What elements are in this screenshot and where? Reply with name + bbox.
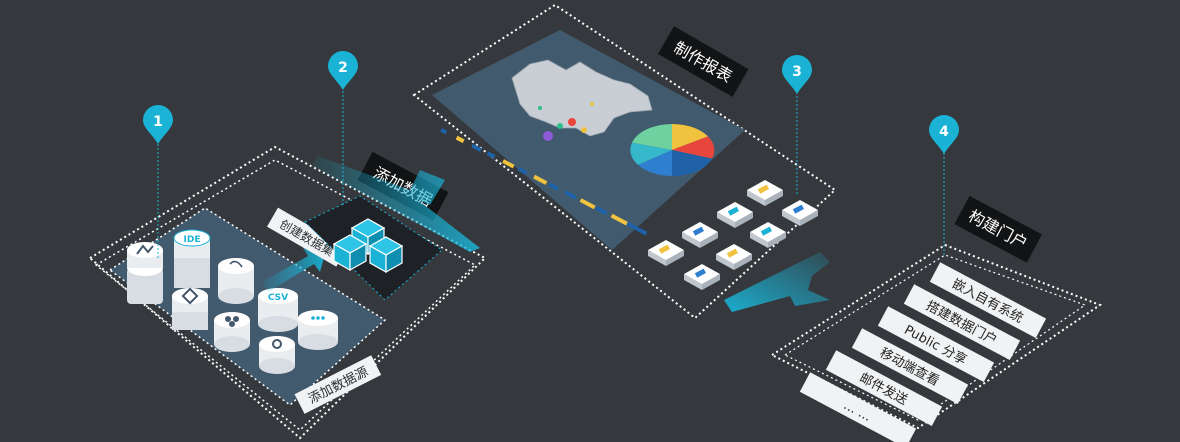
bar-mark (517, 167, 528, 175)
flow-icon (136, 244, 154, 255)
bar-mark (626, 221, 648, 236)
portal-option-bg (929, 262, 1047, 339)
chart-tile[interactable] (747, 180, 783, 206)
stage-1-group: IDE CSV (88, 145, 487, 440)
step-2-pin: 2 (328, 51, 358, 90)
db-icon-diamond[interactable] (172, 287, 208, 330)
db-icon-csv[interactable]: CSV (258, 288, 298, 332)
stage-3-group: 制作报表 (412, 3, 837, 320)
portal-option-bg (903, 284, 1021, 361)
flow-arrow-1 (262, 246, 326, 292)
step-2-number: 2 (338, 60, 348, 76)
step-1-number: 1 (153, 114, 163, 130)
db-icon-more[interactable] (298, 310, 338, 350)
diamond-icon (181, 287, 199, 305)
chart-tile[interactable] (682, 222, 718, 248)
bar-mark (502, 159, 515, 169)
stage-1-mid-frame (94, 159, 477, 431)
stage-4-outer-frame (769, 243, 1103, 430)
more-icon (311, 316, 325, 320)
bar-mark (564, 190, 577, 200)
target-icon (272, 339, 282, 349)
bar-mark (548, 182, 560, 191)
db-icon-mysql[interactable] (218, 258, 254, 304)
chart-tile[interactable] (716, 244, 752, 270)
chart-tile[interactable] (648, 240, 684, 266)
portal-option-bg (851, 328, 969, 405)
mysql-icon (229, 260, 243, 268)
bar-mark (455, 135, 465, 144)
bar-mark (610, 213, 629, 226)
db-icon-ide[interactable]: IDE (173, 229, 211, 288)
bar-mark (595, 205, 608, 216)
db-icon-cluster[interactable] (214, 312, 250, 352)
step-3-number: 3 (792, 64, 802, 80)
bar-mark (440, 128, 448, 135)
map-markers (538, 102, 594, 141)
step-pins: 1 2 3 4 (143, 51, 959, 258)
ide-icon: IDE (184, 235, 201, 245)
stage-3-outer-frame (412, 3, 837, 320)
dataset-cubes (332, 218, 404, 274)
step-4-pin: 4 (929, 115, 959, 154)
cluster-icon (225, 316, 239, 327)
chart-tile[interactable] (750, 222, 786, 248)
bar-mark (471, 143, 482, 152)
build-portal-tag: 构建门户 (954, 195, 1042, 263)
bar-chart (440, 128, 648, 236)
chart-tiles (648, 180, 818, 290)
bar-mark (579, 198, 596, 210)
csv-icon: CSV (268, 293, 288, 303)
portal-option-bg (877, 306, 995, 383)
report-panel (432, 30, 745, 250)
pie-chart (630, 123, 715, 177)
chart-tile[interactable] (717, 202, 753, 228)
step-4-number: 4 (939, 124, 949, 140)
bar-mark (486, 151, 496, 159)
step-3-pin: 3 (782, 55, 812, 94)
step-1-pin: 1 (143, 105, 173, 144)
stage-4-inner-frame (783, 254, 1087, 421)
flow-arrow-2 (312, 156, 480, 252)
portal-option-bg (825, 350, 943, 427)
make-report-tag: 制作报表 (658, 26, 749, 97)
chart-tile[interactable] (782, 200, 818, 226)
china-map (511, 59, 653, 137)
bar-mark (533, 174, 548, 185)
flow-arrow-3 (724, 252, 830, 312)
portal-option-bg (799, 372, 917, 442)
db-icon-flow[interactable] (127, 242, 163, 304)
chart-tile[interactable] (684, 264, 720, 290)
db-icon-target[interactable] (259, 336, 295, 374)
